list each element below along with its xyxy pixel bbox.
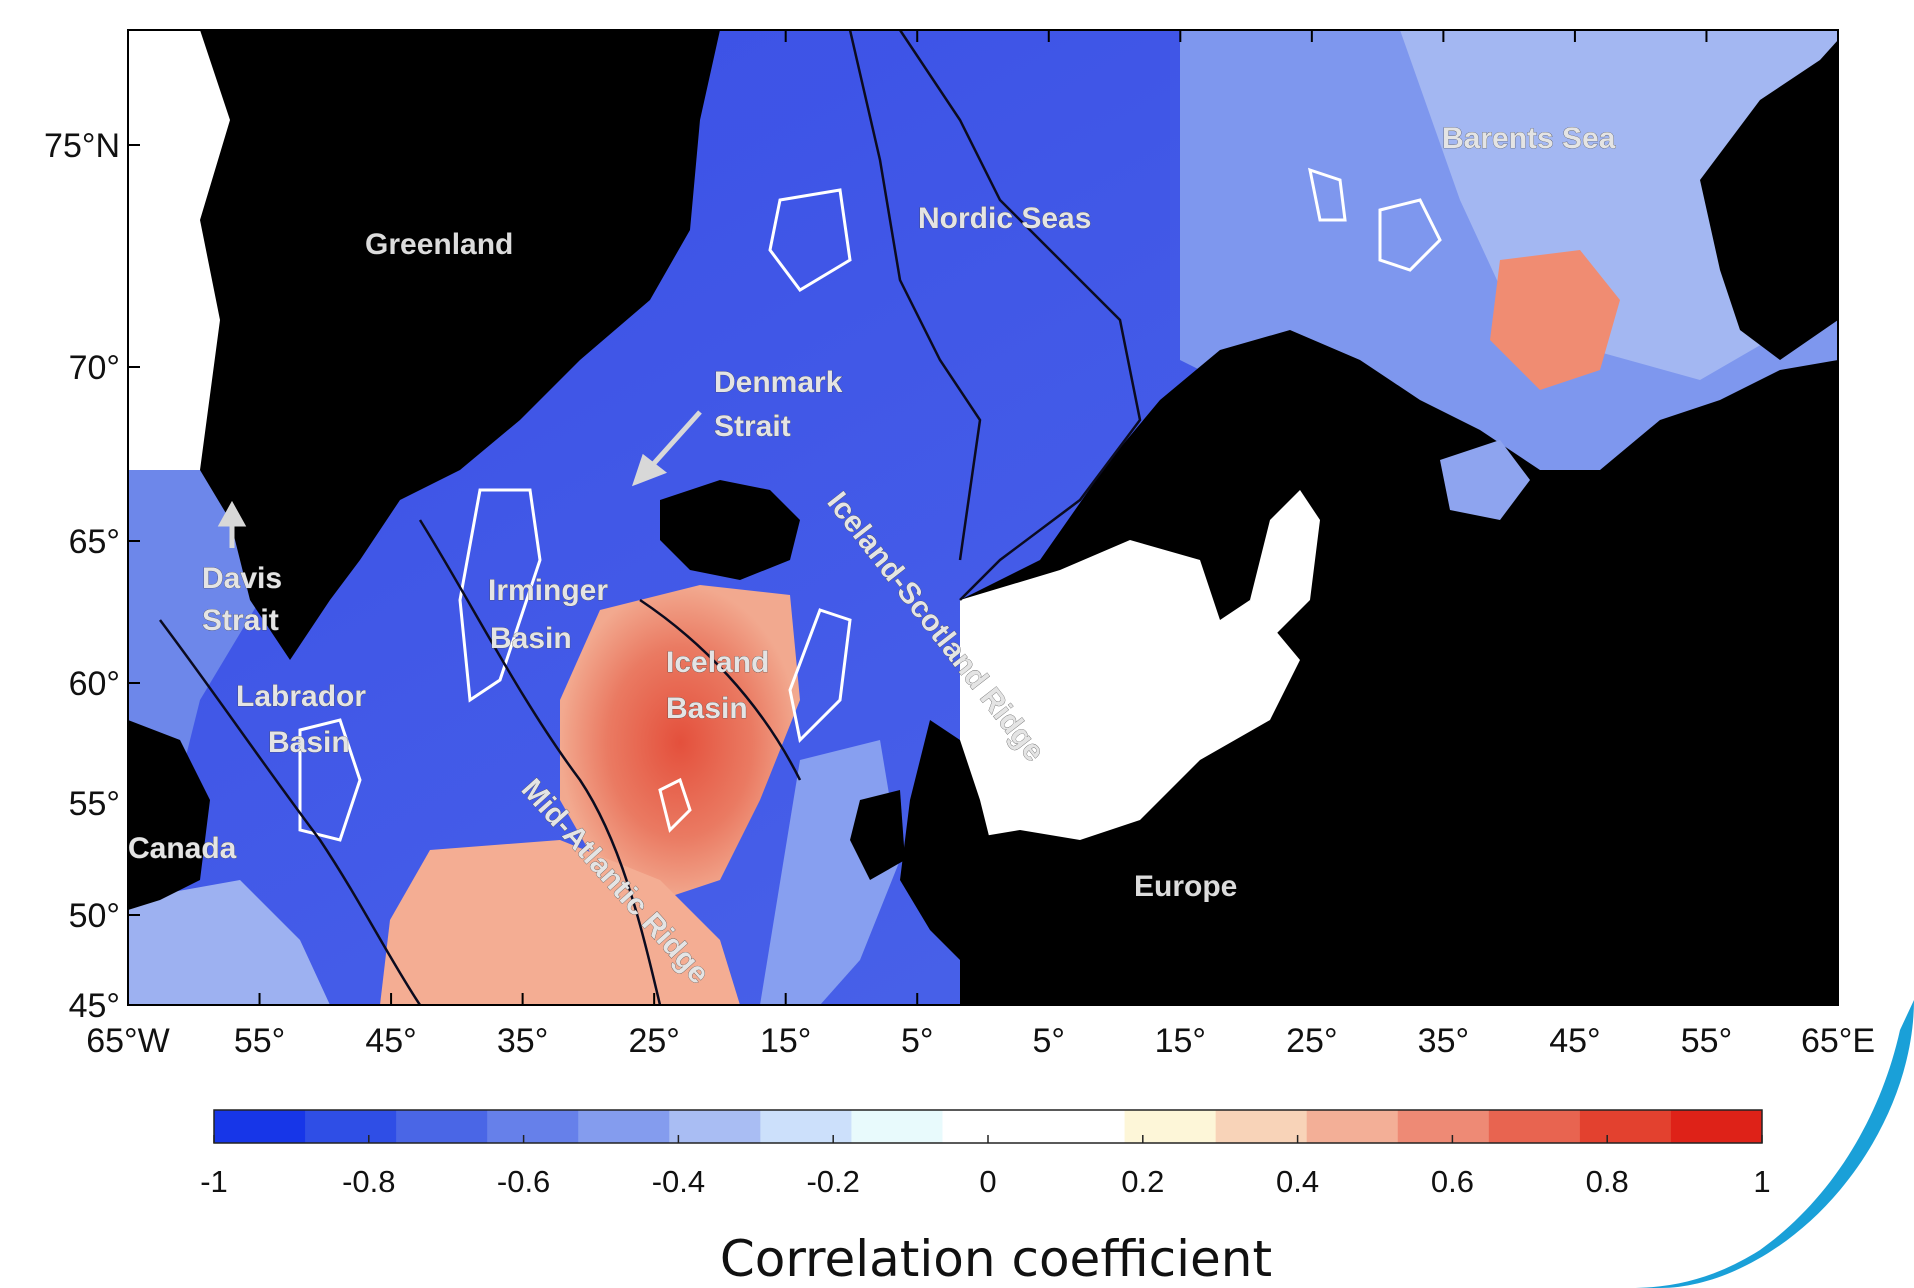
davis-strait-arrowhead [217,500,247,527]
colorbar-tick-label: 0 [979,1164,996,1199]
lat-tick-label: 75°N [44,127,120,165]
lat-tick-label: 50° [69,897,120,935]
lon-tick-label: 5° [1033,1022,1066,1060]
colorbar-segment [760,1110,852,1143]
label-davis-strait-1: Davis [202,562,282,595]
label-iceland-basin-1: Iceland [666,646,769,679]
greenland-land [128,30,720,660]
colorbar-segment [1124,1110,1217,1143]
label-greenland: Greenland [365,228,513,261]
lon-tick-label: 35° [497,1022,548,1060]
label-irminger-1: Irminger [488,574,608,607]
colorbar-tick-label: -1 [200,1164,228,1199]
bathymetry-contours [158,30,1142,1005]
lat-tick-label: 60° [69,665,120,703]
lon-tick-label: 15° [760,1022,811,1060]
colorbar-segment [214,1110,306,1143]
barents-positive-patch [1490,250,1620,390]
lon-tick-label: 45° [1549,1022,1600,1060]
lon-tick-label: 65°E [1801,1022,1875,1060]
label-iceland-basin-2: Basin [666,692,748,725]
ireland-land [850,790,905,880]
decorative-swoosh [1630,1000,1914,1288]
white-sea [1440,440,1530,520]
lat-tick-label: 65° [69,523,120,561]
colorbar-segment [1579,1110,1672,1143]
colorbar-tick-label: 0.4 [1276,1164,1319,1199]
label-barents-sea: Barents Sea [1442,122,1616,155]
colorbar-tick-label: -0.4 [652,1164,705,1199]
lon-tick-label: 5° [901,1022,934,1060]
lon-tick-label: 15° [1155,1022,1206,1060]
novaya-zemlya-land [1700,40,1838,360]
lat-tick-label: 55° [69,785,120,823]
denmark-strait-arrow [646,410,702,472]
lat-tick-label: 45° [69,987,120,1025]
baltic-sea-white [960,540,1300,840]
colorbar-tick-label: 0.2 [1121,1164,1164,1199]
label-nordic-seas: Nordic Seas [918,202,1091,235]
lon-tick-label: 55° [1681,1022,1732,1060]
longitude-ticks: 65°W 55° 45° 35° 25° 15° 5° 5° 15° 25° 35° 45° 55° 65… [86,30,1875,1060]
colorbar-labels: -1 -0.8 -0.6 -0.4 -0.2 0 0.2 0.4 0.6 0.8 1 [200,1135,1771,1199]
colorbar-segment [1488,1110,1581,1143]
colorbar-segment [1670,1110,1763,1143]
colorbar-tick-label: -0.8 [342,1164,395,1199]
lon-tick-label: 45° [365,1022,416,1060]
colorbar-tick-label: -0.2 [806,1164,859,1199]
iceland-basin-positive [560,585,800,900]
colorbar-segment [578,1110,670,1143]
label-denmark-strait-1: Denmark [714,366,843,399]
colorbar-segment [1306,1110,1399,1143]
strait-arrows [217,410,702,548]
label-davis-strait-2: Strait [202,604,279,637]
british-isles-land [900,720,1000,960]
lon-tick-label: 25° [1286,1022,1337,1060]
label-europe: Europe [1134,870,1237,903]
colorbar-segment [1397,1110,1490,1143]
lon-tick-label: 55° [234,1022,285,1060]
canadian-archipelago-white [128,30,230,470]
europe-land [960,330,1838,1005]
colorbar-segment [1033,1110,1126,1143]
iceland-land [660,480,800,580]
label-labrador-1: Labrador [236,680,366,713]
lat-tick-label: 70° [69,349,120,387]
colorbar-segment [669,1110,761,1143]
denmark-strait-arrowhead [631,453,668,487]
colorbar-tick-label: 1 [1753,1164,1770,1199]
colorbar-segment [305,1110,397,1143]
map-frame [127,29,1839,1006]
colorbar-tick-label: 0.8 [1586,1164,1629,1199]
colorbar-segment [851,1110,943,1143]
lon-tick-label: 65°W [86,1022,170,1060]
colorbar-tick-label: -0.6 [497,1164,550,1199]
canada-land [128,720,210,910]
white-contours [298,167,1442,842]
south-pale [128,880,330,1005]
lon-tick-label: 25° [628,1022,679,1060]
colorbar-title: Correlation coefficient [720,1230,1272,1288]
colorbar-segment [396,1110,488,1143]
label-canada: Canada [128,832,237,865]
colorbar-tick-label: 0.6 [1431,1164,1474,1199]
lon-tick-label: 35° [1418,1022,1469,1060]
colorbar-segment [487,1110,579,1143]
gulf-of-bothnia-white [1250,490,1320,640]
label-irminger-2: Basin [490,622,572,655]
map-area [128,30,1838,1005]
label-labrador-2: Basin [268,726,350,759]
latitude-ticks: 75°N 70° 65° 60° 55° 50° 45° [44,127,1838,1025]
label-denmark-strait-2: Strait [714,410,791,443]
colorbar-segment [1215,1110,1308,1143]
